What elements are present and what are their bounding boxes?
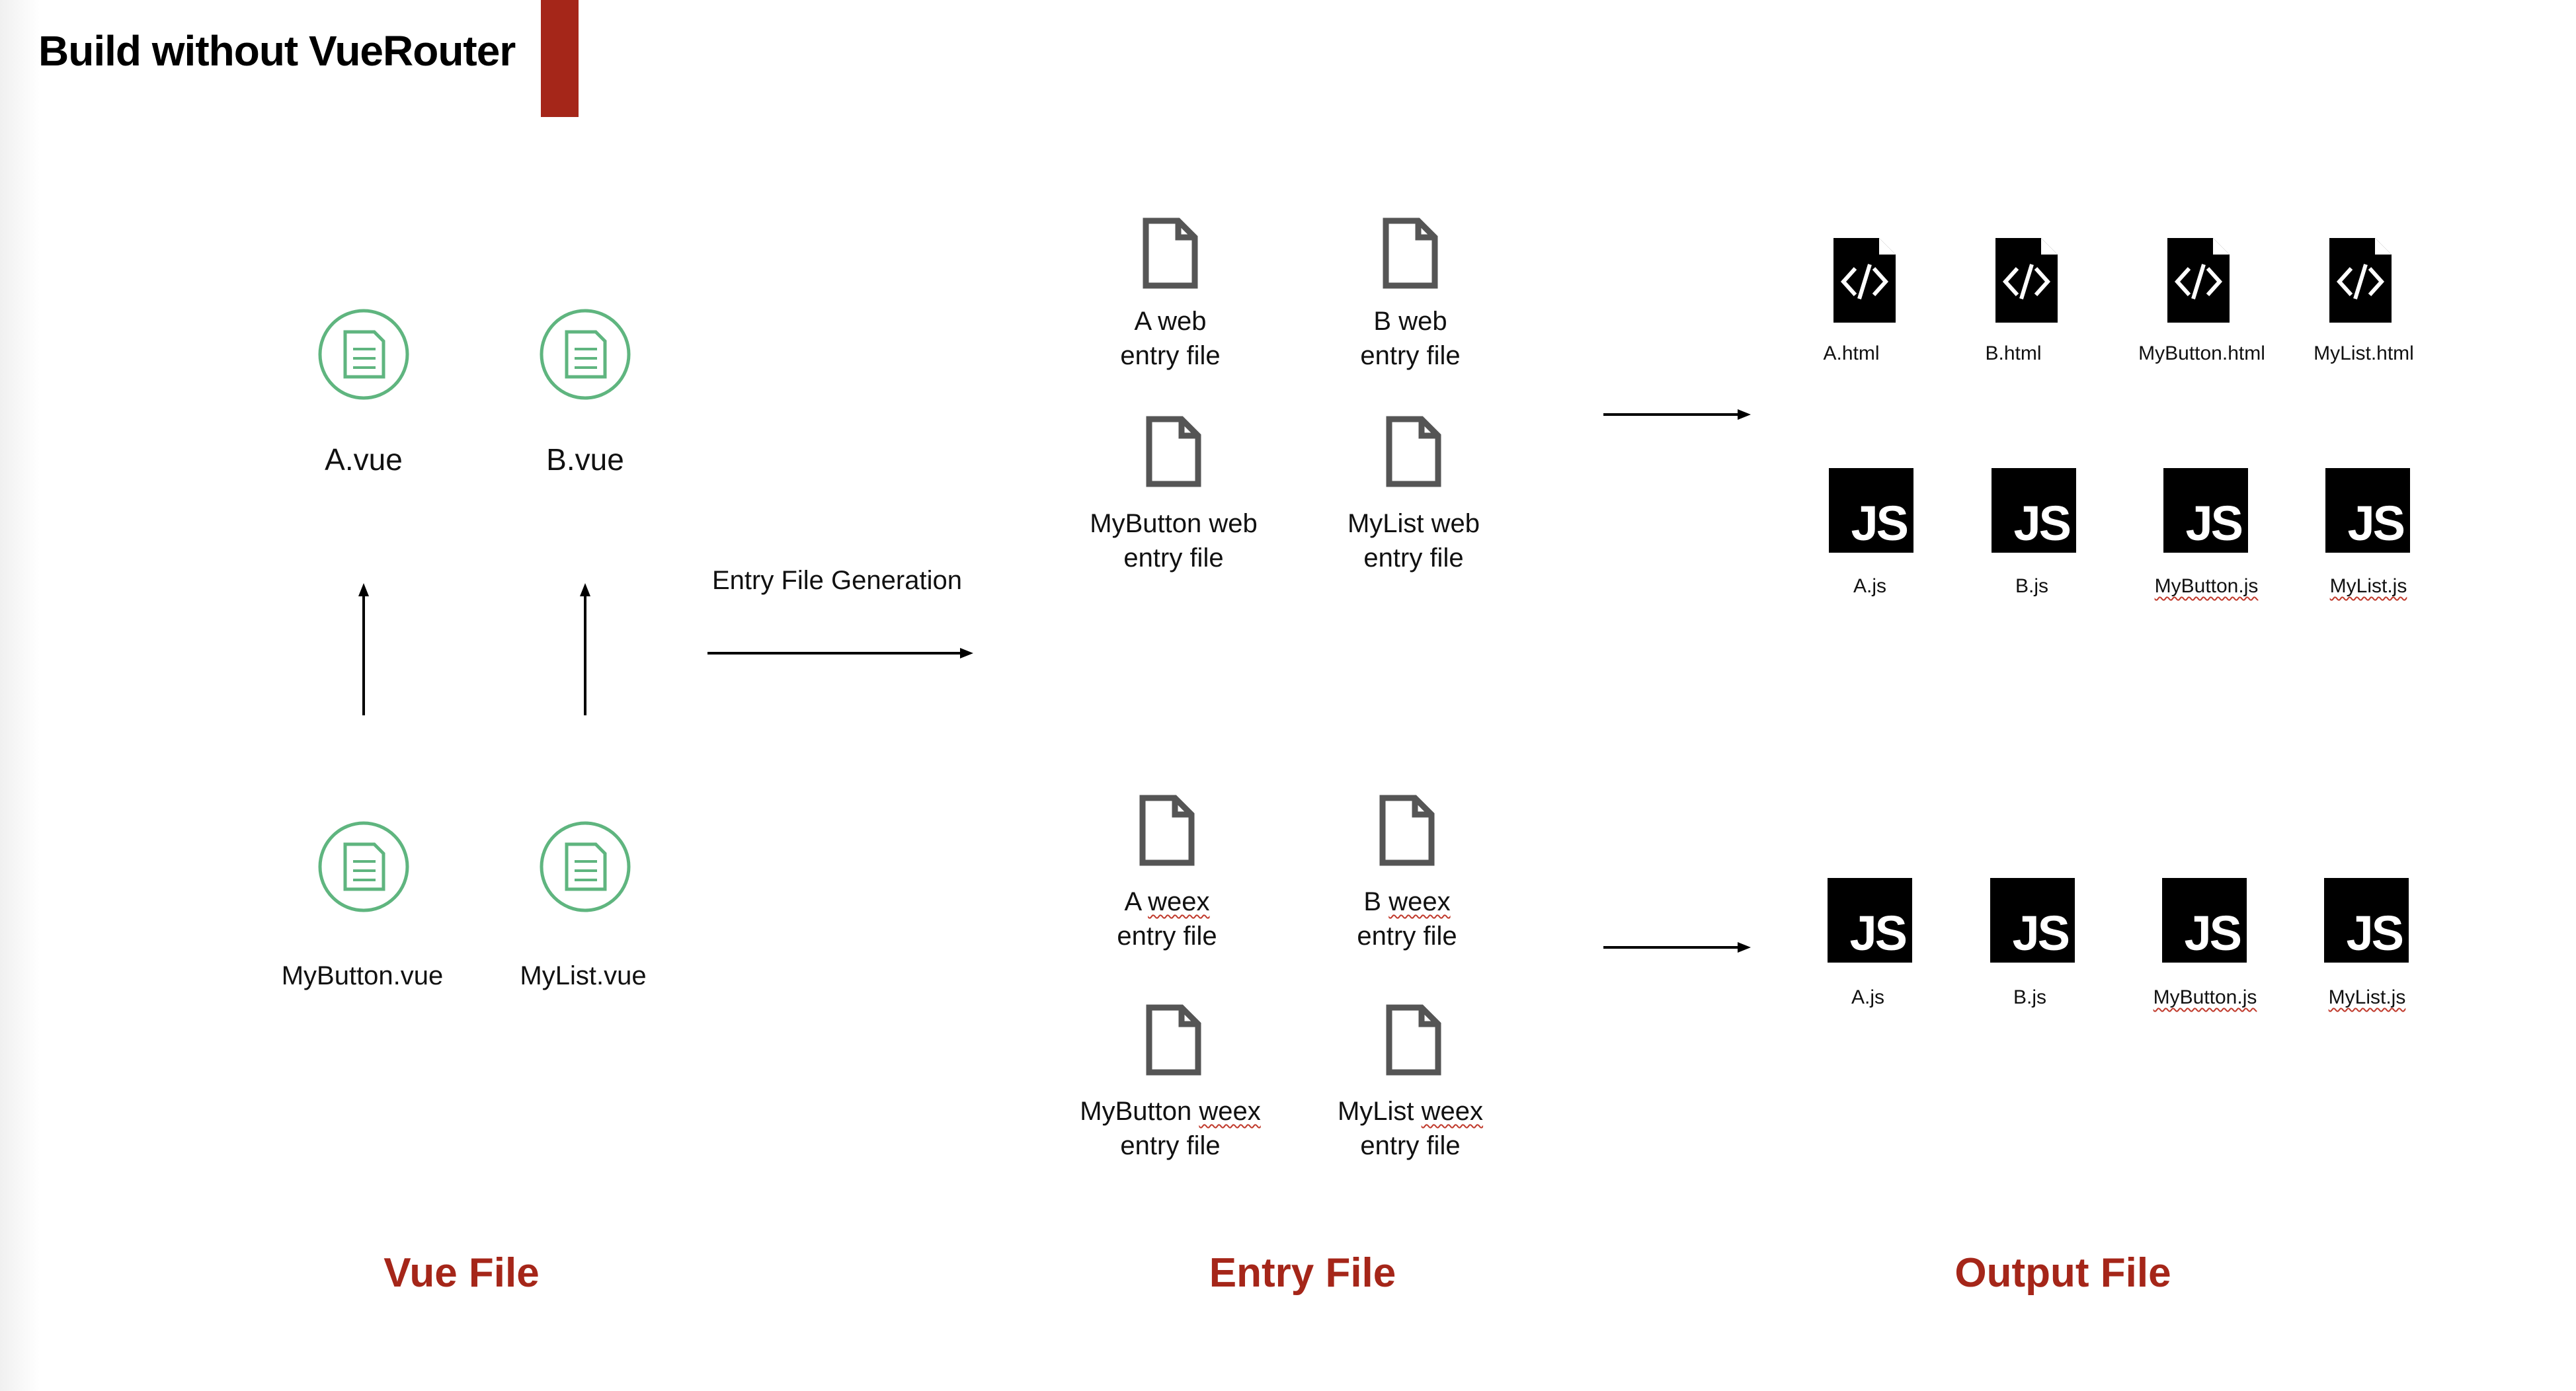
right-arrow	[1603, 942, 1751, 953]
html-output-label: A.html	[1823, 342, 1880, 364]
left-shade	[0, 0, 40, 1391]
html-output-label: MyButton.html	[2138, 342, 2265, 364]
html-file-icon	[1995, 238, 2058, 323]
js-file-icon: JS	[1828, 878, 1912, 963]
slide-title: Build without VueRouter	[38, 27, 516, 75]
document-icon	[1146, 416, 1201, 487]
document-icon	[1383, 218, 1438, 289]
document-icon	[1139, 795, 1195, 866]
right-arrow	[707, 648, 973, 658]
js-output-label: A.js	[1853, 575, 1887, 597]
html-output-label: B.html	[1985, 342, 2042, 364]
edge-label: Entry File Generation	[712, 566, 962, 595]
vue-file-label: MyList.vue	[520, 961, 647, 990]
vue-file-label: B.vue	[546, 442, 624, 477]
js-file-icon: JS	[1992, 468, 2076, 553]
vue-file-icon	[318, 821, 409, 912]
js-file-icon: JS	[2325, 468, 2410, 553]
js-file-icon: JS	[1829, 468, 1913, 553]
up-arrow	[580, 583, 590, 715]
js-output-label: B.js	[2015, 575, 2049, 597]
js-output-label: MyButton.js	[2153, 986, 2257, 1008]
js-output-label: A.js	[1851, 986, 1885, 1008]
vue-file-icon	[318, 309, 409, 400]
section-heading-entry-file: Entry File	[1209, 1250, 1396, 1296]
js-file-icon: JS	[1990, 878, 2075, 963]
js-output-label: MyButton.js	[2154, 575, 2259, 597]
html-file-icon	[1833, 238, 1896, 323]
vue-file-icon	[540, 821, 631, 912]
js-output-label: MyList.js	[2329, 575, 2407, 597]
js-output-label: MyList.js	[2328, 986, 2406, 1008]
document-icon	[1386, 1004, 1441, 1076]
up-arrow	[358, 583, 369, 715]
document-icon	[1146, 1004, 1201, 1076]
html-file-icon	[2329, 238, 2392, 323]
html-output-label: MyList.html	[2314, 342, 2414, 364]
section-heading-output-file: Output File	[1954, 1250, 2171, 1296]
document-icon	[1143, 218, 1198, 289]
js-file-icon: JS	[2162, 878, 2247, 963]
right-arrow	[1603, 409, 1751, 420]
html-file-icon	[2167, 238, 2230, 323]
vue-file-label: A.vue	[325, 442, 403, 477]
document-icon	[1386, 416, 1441, 487]
section-heading-vue-file: Vue File	[383, 1250, 540, 1296]
vue-file-icon	[540, 309, 631, 400]
vue-file-label: MyButton.vue	[281, 961, 444, 990]
js-file-icon: JS	[2324, 878, 2409, 963]
js-output-label: B.js	[2013, 986, 2047, 1008]
accent-bar	[541, 0, 579, 117]
js-file-icon: JS	[2163, 468, 2248, 553]
document-icon	[1379, 795, 1435, 866]
